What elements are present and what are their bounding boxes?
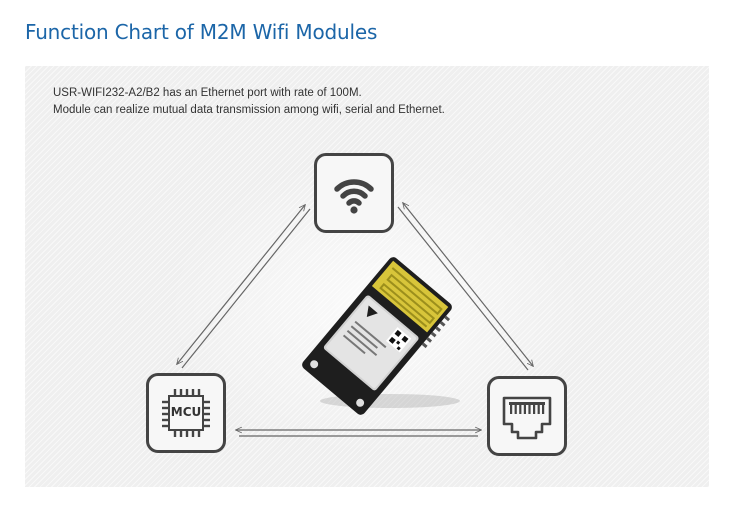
ethernet-node — [487, 376, 567, 456]
ethernet-port-icon — [502, 396, 552, 440]
arrow-wifi-ethernet — [397, 203, 533, 371]
mcu-label: MCU — [170, 405, 202, 419]
arrow-wifi-mcu — [177, 205, 311, 369]
description-line-1: USR-WIFI232-A2/B2 has an Ethernet port w… — [53, 87, 362, 99]
mcu-node: MCU — [146, 373, 226, 453]
wifi-module-board — [302, 257, 460, 415]
description-line-2: Module can realize mutual data transmiss… — [53, 104, 445, 116]
connection-arrows — [25, 66, 709, 437]
page-title: Function Chart of M2M Wifi Modules — [25, 20, 378, 44]
wifi-icon — [334, 179, 374, 214]
arrow-mcu-ethernet — [236, 430, 481, 437]
chip-icon — [162, 389, 210, 437]
function-chart-panel: USR-WIFI232-A2/B2 has an Ethernet port w… — [25, 66, 709, 487]
wifi-node — [314, 153, 394, 233]
